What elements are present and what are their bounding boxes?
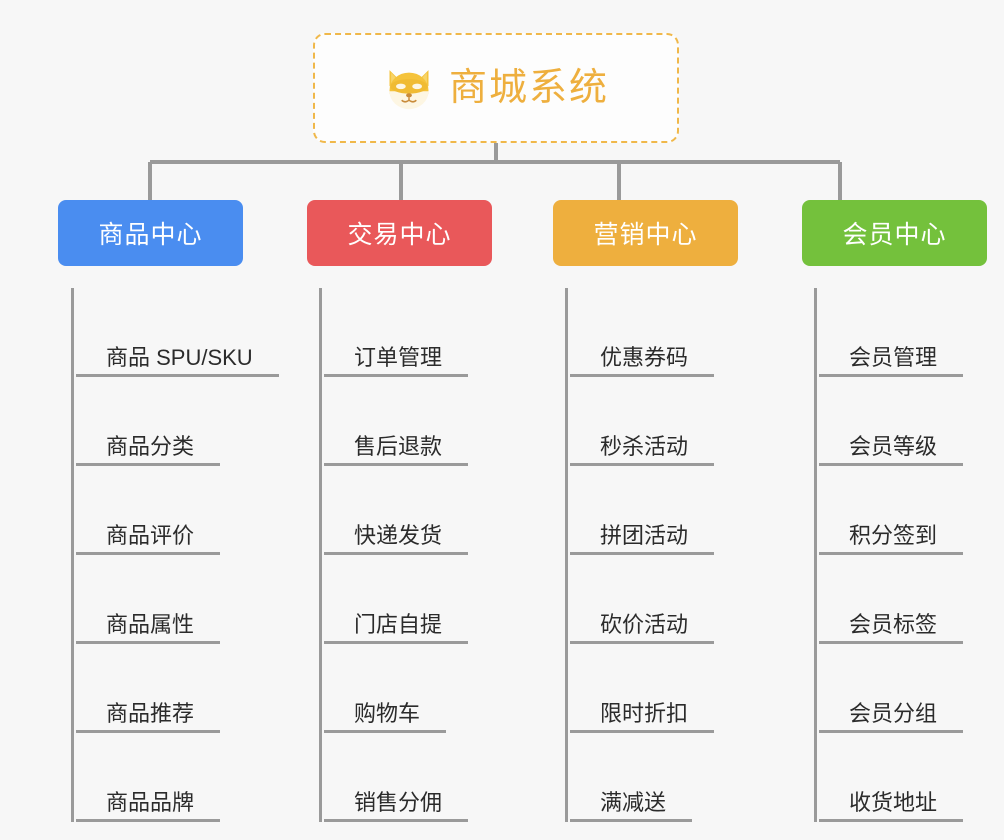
branch-header-label: 交易中心: [347, 221, 452, 249]
leaf-label: 收货地址: [849, 789, 938, 815]
branch-columns: 商品中心 商品 SPU/SKU 商品分类 商品评价 商品属性 商品推荐 商品品牌…: [0, 200, 1004, 822]
leaf-item[interactable]: 购物车: [324, 644, 468, 733]
leaf-label: 商品品牌: [106, 789, 195, 815]
leaf-item[interactable]: 拼团活动: [570, 466, 715, 555]
leaf-item[interactable]: 限时折扣: [570, 644, 715, 733]
leaf-label: 购物车: [354, 700, 421, 726]
branch-column-2: 营销中心 优惠券码 秒杀活动 拼团活动 砍价活动 限时折扣 满减送: [502, 200, 753, 822]
leaf-label: 优惠券码: [600, 344, 689, 370]
leaf-item[interactable]: 满减送: [570, 733, 714, 822]
branch-header-0[interactable]: 商品中心: [58, 200, 243, 266]
leaf-label: 商品评价: [106, 522, 195, 548]
root-node[interactable]: 商城系统: [313, 33, 679, 143]
leaf-label: 商品分类: [106, 433, 195, 459]
leaf-item[interactable]: 会员标签: [819, 555, 964, 644]
leaf-item[interactable]: 快递发货: [324, 466, 469, 555]
leaf-item[interactable]: 商品 SPU/SKU: [76, 288, 279, 377]
leaf-list-3: 会员管理 会员等级 积分签到 会员标签 会员分组 收货地址: [814, 288, 964, 822]
leaf-item[interactable]: 收货地址: [819, 733, 964, 822]
leaf-label: 限时折扣: [600, 700, 689, 726]
leaf-label: 满减送: [600, 789, 667, 815]
leaf-item[interactable]: 砍价活动: [570, 555, 715, 644]
leaf-item[interactable]: 售后退款: [324, 377, 469, 466]
leaf-item[interactable]: 秒杀活动: [570, 377, 715, 466]
leaf-item[interactable]: 商品品牌: [76, 733, 279, 822]
branch-header-3[interactable]: 会员中心: [802, 200, 987, 266]
branch-header-2[interactable]: 营销中心: [553, 200, 738, 266]
leaf-label: 积分签到: [849, 522, 938, 548]
leaf-label: 秒杀活动: [600, 433, 689, 459]
leaf-item[interactable]: 商品推荐: [76, 644, 279, 733]
leaf-item[interactable]: 积分签到: [819, 466, 964, 555]
branch-header-label: 会员中心: [842, 221, 947, 249]
leaf-item[interactable]: 优惠券码: [570, 288, 715, 377]
leaf-item[interactable]: 门店自提: [324, 555, 469, 644]
leaf-item[interactable]: 商品评价: [76, 466, 279, 555]
leaf-list-1: 订单管理 售后退款 快递发货 门店自提 购物车 销售分佣: [319, 288, 469, 822]
branch-column-1: 交易中心 订单管理 售后退款 快递发货 门店自提 购物车 销售分佣: [251, 200, 502, 822]
leaf-label: 会员分组: [849, 700, 938, 726]
leaf-item[interactable]: 订单管理: [324, 288, 469, 377]
leaf-label: 商品 SPU/SKU: [106, 344, 253, 370]
leaf-label: 快递发货: [354, 522, 443, 548]
leaf-label: 销售分佣: [354, 789, 443, 815]
leaf-item[interactable]: 会员管理: [819, 288, 964, 377]
leaf-item[interactable]: 会员等级: [819, 377, 964, 466]
leaf-item[interactable]: 会员分组: [819, 644, 964, 733]
leaf-label: 会员等级: [849, 433, 938, 459]
leaf-list-2: 优惠券码 秒杀活动 拼团活动 砍价活动 限时折扣 满减送: [565, 288, 715, 822]
leaf-label: 商品属性: [106, 611, 195, 637]
leaf-label: 拼团活动: [600, 522, 689, 548]
leaf-item[interactable]: 销售分佣: [324, 733, 469, 822]
leaf-label: 订单管理: [354, 344, 443, 370]
branch-header-label: 商品中心: [98, 221, 203, 249]
leaf-label: 会员标签: [849, 611, 938, 637]
leaf-label: 砍价活动: [600, 611, 689, 637]
leaf-label: 商品推荐: [106, 700, 195, 726]
root-title: 商城系统: [448, 67, 609, 109]
leaf-label: 售后退款: [354, 433, 443, 459]
branch-header-1[interactable]: 交易中心: [307, 200, 492, 266]
leaf-item[interactable]: 商品属性: [76, 555, 279, 644]
leaf-item[interactable]: 商品分类: [76, 377, 279, 466]
shiba-dog-icon: [389, 70, 429, 110]
leaf-label: 会员管理: [849, 344, 938, 370]
leaf-label: 门店自提: [354, 611, 443, 637]
leaf-list-0: 商品 SPU/SKU 商品分类 商品评价 商品属性 商品推荐 商品品牌: [71, 288, 279, 822]
branch-column-3: 会员中心 会员管理 会员等级 积分签到 会员标签 会员分组 收货地址: [753, 200, 1004, 822]
branch-header-label: 营销中心: [593, 221, 698, 249]
branch-column-0: 商品中心 商品 SPU/SKU 商品分类 商品评价 商品属性 商品推荐 商品品牌: [0, 200, 279, 822]
